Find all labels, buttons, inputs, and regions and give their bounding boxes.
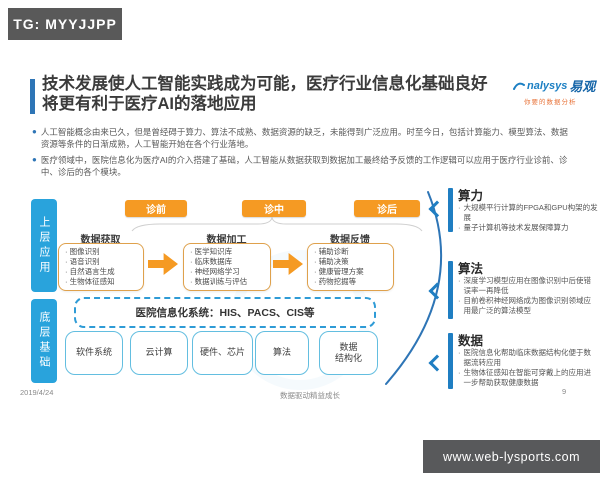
data-feedback-box: 辅助诊断 辅助决策 健康管理方案 药物挖掘等: [307, 243, 394, 291]
list-item: 临床数据库: [190, 257, 264, 267]
intro-bullet-2: ● 医疗领域中，医院信息化为医疗AI的介入搭建了基础，人工智能从数据获取到数据加…: [32, 154, 574, 178]
section-accent-bar: [448, 333, 453, 389]
intro-bullet-1: ● 人工智能概念由来已久，但是曾经碍于算力、算法不成熟、数据资源的缺乏，未能得到…: [32, 126, 574, 150]
website-url-bar[interactable]: www.web-lysports.com: [423, 440, 600, 473]
list-item: 量子计算机等技术发展保障算力: [458, 223, 598, 233]
stage-pill-post-diagnosis: 诊后: [354, 200, 420, 217]
list-item: 深度学习模型应用在图像识别中后使错误率一再降低: [458, 276, 598, 296]
side-label-upper-layer: 上层应用: [31, 199, 57, 292]
foundation-box-algorithm: 算法: [255, 331, 309, 375]
section-accent-bar: [448, 188, 453, 232]
analysys-logo: nalysys 易观 你要的数据分析: [512, 76, 596, 106]
list-item: 生物体征感知: [65, 277, 137, 287]
list-item: 数据训练与评估: [190, 277, 264, 287]
chevron-left-icon: [428, 354, 446, 372]
intro-bullet-2-text: 医疗领域中，医院信息化为医疗AI的介入搭建了基础，人工智能从数据获取到数据加工最…: [40, 155, 568, 177]
stage-pill-in-diagnosis: 诊中: [242, 200, 306, 217]
logo-brand-text: nalysys: [527, 79, 568, 92]
page-title-line2: 将更有利于医疗AI的落地应用: [42, 95, 257, 114]
list-item: 大规模平行计算的FPGA和GPU构架的发展: [458, 203, 598, 223]
data-acquisition-box: 图像识别 语音识别 自然语言生成 生物体征感知: [58, 243, 144, 291]
section-accent-bar: [448, 261, 453, 319]
footer-slogan: 数据驱动精益成长: [280, 391, 340, 400]
intro-bullet-1-text: 人工智能概念由来已久，但是曾经碍于算力、算法不成熟、数据资源的缺乏，未能得到广泛…: [40, 127, 568, 149]
foundation-box-software: 软件系统: [65, 331, 123, 375]
title-accent-bar: [30, 79, 35, 114]
side-label-base-layer: 底层基础: [31, 299, 57, 383]
right-panel-data-bullets: 医院信息化帮助临床数据结构化便于数据流转应用 生物体征感知在智能可穿戴上的应用进…: [458, 348, 598, 388]
list-item: 图像识别: [65, 247, 137, 257]
list-item: 辅助诊断: [314, 247, 387, 257]
foundation-box-hardware-chip: 硬件、芯片: [192, 331, 253, 375]
chevron-left-icon: [428, 200, 446, 218]
flow-arrow-icon: [148, 253, 178, 275]
data-processing-box: 医学知识库 临床数据库 神经网络学习 数据训练与评估: [183, 243, 271, 291]
list-item: 语音识别: [65, 257, 137, 267]
page-title-line1: 技术发展使人工智能实践成为可能，医疗行业信息化基础良好: [42, 75, 488, 93]
stage-pill-pre-diagnosis: 诊前: [125, 200, 187, 217]
chevron-left-icon: [428, 282, 446, 300]
list-item: 医院信息化帮助临床数据结构化便于数据流转应用: [458, 348, 598, 368]
bullet-dot-icon: ●: [32, 155, 37, 164]
column-header-data-feedback: 数据反馈: [330, 235, 370, 246]
page-number: 9: [562, 387, 567, 396]
right-panel-computing-power-bullets: 大规模平行计算的FPGA和GPU构架的发展 量子计算机等技术发展保障算力: [458, 203, 598, 233]
list-item: 药物挖掘等: [314, 277, 387, 287]
hospital-info-system-box: 医院信息化系统：HIS、PACS、CIS等: [74, 297, 376, 328]
bullet-dot-icon: ●: [32, 127, 37, 136]
list-item: 健康管理方案: [314, 267, 387, 277]
list-item: 神经网络学习: [190, 267, 264, 277]
list-item: 辅助决策: [314, 257, 387, 267]
column-header-data-processing: 数据加工: [206, 235, 247, 246]
list-item: 医学知识库: [190, 247, 264, 257]
right-panel-algorithm-bullets: 深度学习模型应用在图像识别中后使错误率一再降低 目前卷积神经网络成为图像识别领域…: [458, 276, 598, 316]
list-item: 生物体征感知在智能可穿戴上的应用进一步帮助获取健康数据: [458, 368, 598, 388]
logo-brand-cn: 易观: [569, 79, 596, 94]
tg-badge: TG: MYYJJPP: [8, 8, 122, 40]
list-item: 目前卷积神经网络成为图像识别领域应用最广泛的算法模型: [458, 296, 598, 316]
page-title: 技术发展使人工智能实践成为可能，医疗行业信息化基础良好 将更有利于医疗AI的落地…: [42, 74, 512, 114]
intro-bullets: ● 人工智能概念由来已久，但是曾经碍于算力、算法不成熟、数据资源的缺乏，未能得到…: [32, 126, 574, 182]
foundation-box-data-structuring: 数据 结构化: [319, 331, 378, 375]
stage-brace: [131, 216, 423, 232]
logo-tagline: 你要的数据分析: [524, 99, 577, 106]
footer-date: 2019/4/24: [20, 388, 54, 397]
right-panel-title-algorithm: 算法: [458, 262, 484, 276]
column-header-data-acquisition: 数据获取: [80, 235, 121, 246]
right-panel-title-data: 数据: [458, 334, 484, 348]
foundation-box-cloud: 云计算: [130, 331, 188, 375]
logo-swoosh-icon: [513, 82, 525, 90]
right-panel-title-computing-power: 算力: [458, 189, 484, 203]
list-item: 自然语言生成: [65, 267, 137, 277]
